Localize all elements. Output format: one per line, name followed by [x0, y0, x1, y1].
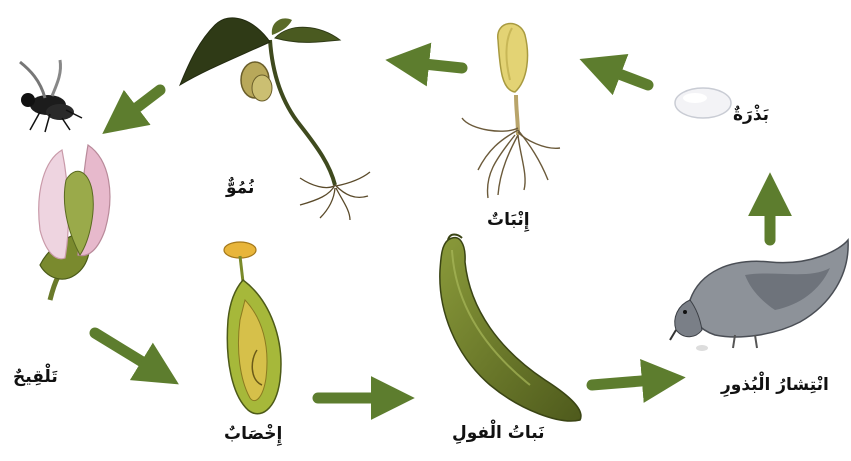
- label-fertilization: إِخْصَابٌ: [224, 424, 282, 444]
- insect-illustration: [20, 60, 82, 132]
- arrow-germination-to-growth: [405, 62, 462, 68]
- bean-pod-illustration: [440, 235, 581, 421]
- pigeon-illustration: [670, 240, 848, 351]
- germinating-seed-body: [498, 24, 528, 92]
- cycle-arrows: [95, 62, 770, 398]
- seed-illustration: [675, 88, 731, 118]
- arrow-bean-to-dispersal: [592, 379, 666, 385]
- label-seed: بَذْرَةٌ: [733, 105, 769, 125]
- label-germination: إِنْبَاتٌ: [487, 210, 530, 230]
- label-pollination: تَلْقِيحٌ: [13, 367, 58, 387]
- arrow-pollination-to-fertilization: [95, 333, 162, 374]
- label-growth: نُمُوٌّ: [226, 178, 254, 198]
- arrow-seed-to-germination: [598, 66, 648, 85]
- arrow-growth-to-pollination: [118, 90, 160, 122]
- label-seed-dispersal: انْتِشارُ الْبُذورِ: [721, 375, 829, 395]
- label-bean-plant: نَباتُ الْفولِ: [452, 423, 545, 443]
- germination-illustration: [462, 95, 560, 198]
- ovary-illustration: [224, 242, 281, 414]
- flower-illustration: [39, 145, 110, 300]
- seedling-illustration: [180, 18, 370, 220]
